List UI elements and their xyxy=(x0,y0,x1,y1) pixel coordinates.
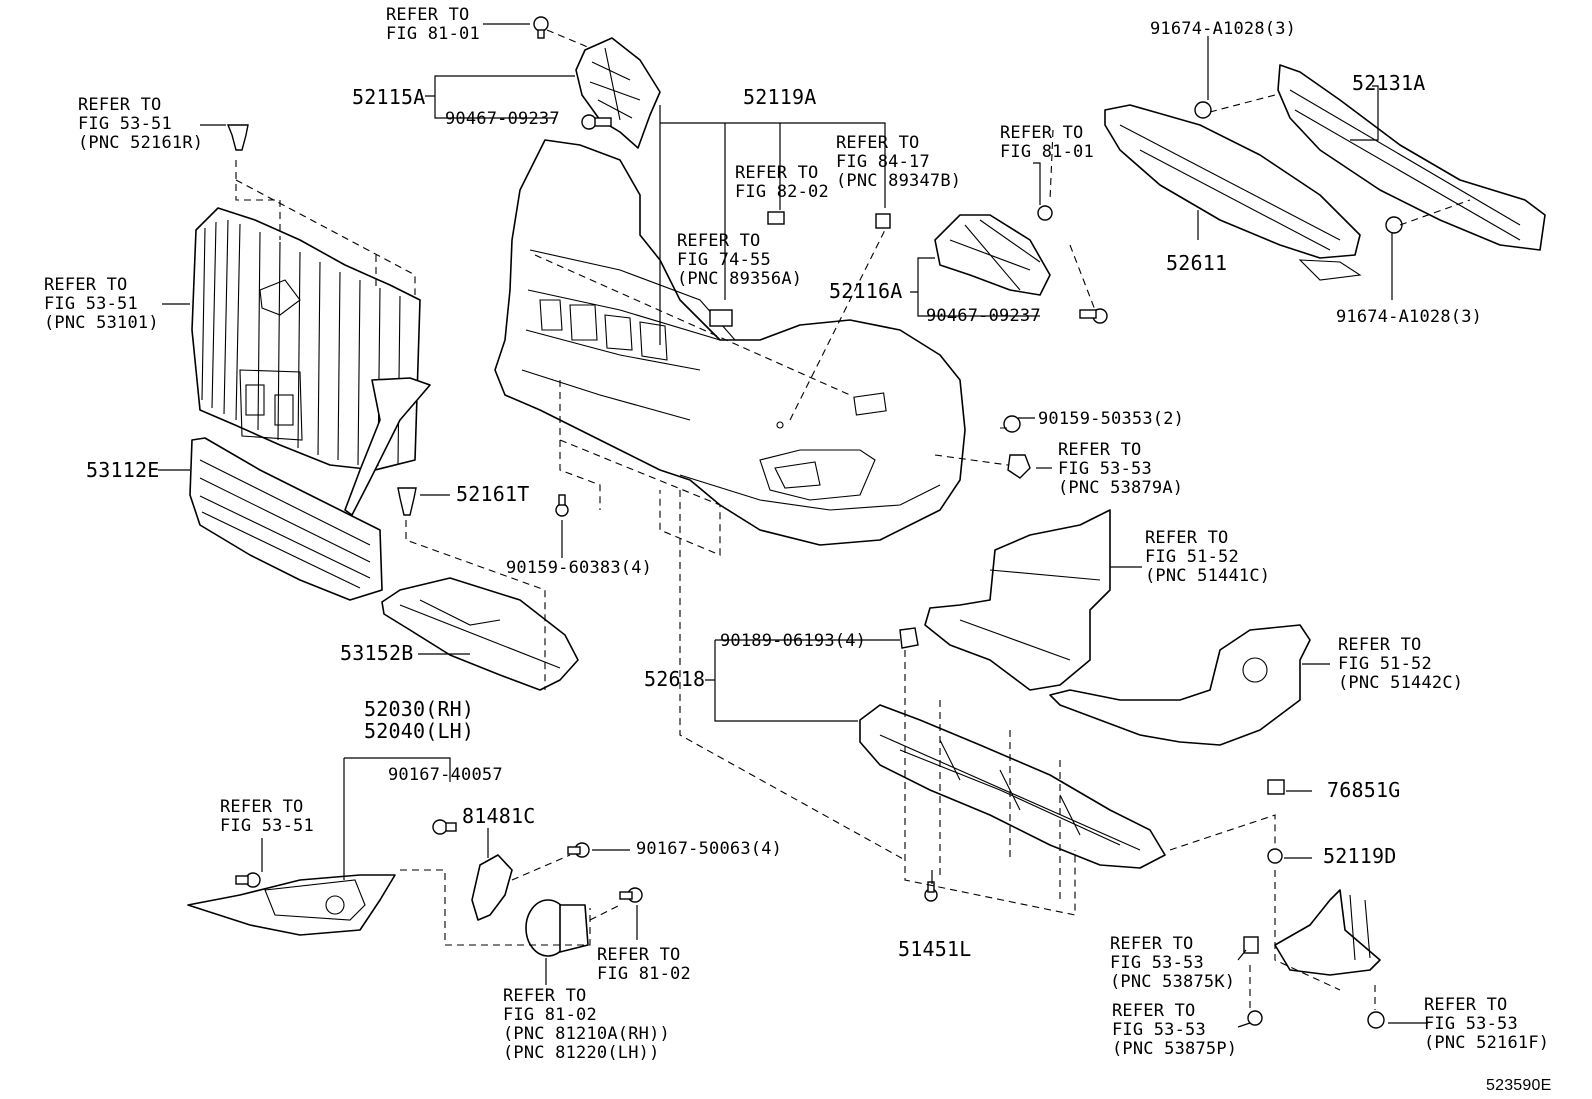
bumper-side-lower xyxy=(1274,889,1381,976)
bolt-icon xyxy=(1385,216,1403,234)
lower-grille-53112e xyxy=(189,437,383,601)
clip-icon xyxy=(875,213,891,229)
bolt-icon xyxy=(619,887,643,903)
figure-id: 523590E xyxy=(1486,1077,1551,1094)
bolt-icon xyxy=(1079,308,1108,324)
bolt-icon xyxy=(581,114,612,130)
part-number-52119a: 52119A xyxy=(743,85,816,109)
leader-lines xyxy=(158,23,1428,1028)
clip-icon xyxy=(899,627,919,649)
energy-absorber-52611 xyxy=(1104,104,1361,259)
part-number-52131a: 52131A xyxy=(1352,71,1425,95)
part-number-52040: 52040(LH) xyxy=(364,719,474,743)
fog-lamp-cover xyxy=(187,874,396,936)
bolt-icon xyxy=(924,881,938,902)
clip-icon xyxy=(226,124,249,151)
part-number-90467-top: 90467-09237 xyxy=(445,109,560,129)
bolt-icon xyxy=(1037,205,1053,221)
tape-icon xyxy=(709,309,733,327)
fog-lamp xyxy=(525,899,589,957)
front-bumper-cover xyxy=(494,139,966,546)
bolt-icon xyxy=(432,819,457,835)
part-number-90159-60383: 90159-60383(4) xyxy=(506,558,652,578)
part-number-81481c: 81481C xyxy=(462,804,535,828)
clip-icon xyxy=(1243,936,1259,954)
part-number-52116a: 52116A xyxy=(829,279,902,303)
dashed-lines xyxy=(235,29,1471,1010)
part-number-51451l: 51451L xyxy=(898,937,971,961)
part-number-53112e: 53112E xyxy=(86,458,159,482)
part-number-90467-mid: 90467-09237 xyxy=(926,306,1041,326)
clip-icon xyxy=(533,16,549,39)
part-number-52611: 52611 xyxy=(1166,251,1227,275)
bolt-icon xyxy=(235,872,261,888)
bumper-reinforcement-52131a xyxy=(1277,64,1546,281)
seal-53152b xyxy=(381,577,579,691)
part-number-90159-50353: 90159-50353(2) xyxy=(1038,409,1184,429)
bolt-icon xyxy=(555,494,569,517)
part-number-52119d: 52119D xyxy=(1323,844,1396,868)
part-number-90189: 90189-06193(4) xyxy=(720,631,866,651)
engine-undercover-51442c xyxy=(1049,624,1311,746)
clip-icon xyxy=(1367,1011,1385,1029)
part-number-52030: 52030(RH) xyxy=(364,697,474,721)
part-number-52161t: 52161T xyxy=(456,482,529,506)
part-number-52115a: 52115A xyxy=(352,85,425,109)
clip-icon xyxy=(767,211,785,225)
bracket-52116a xyxy=(934,214,1051,296)
clip-icon xyxy=(1003,415,1021,433)
bolt-icon xyxy=(1267,848,1283,864)
clip-icon xyxy=(1267,779,1285,795)
part-number-91674-bottom: 91674-A1028(3) xyxy=(1336,307,1482,327)
grille-side-molding xyxy=(344,377,431,516)
part-number-52618: 52618 xyxy=(644,667,705,691)
lower-undercover-52618 xyxy=(859,704,1166,869)
part-number-91674-top: 91674-A1028(3) xyxy=(1150,19,1296,39)
radiator-grille xyxy=(191,207,421,471)
part-number-76851g: 76851G xyxy=(1327,778,1400,802)
bolt-icon xyxy=(567,842,590,858)
clip-icon xyxy=(1007,454,1031,479)
part-number-90167-40057: 90167-40057 xyxy=(388,765,503,785)
part-number-90167-50063: 90167-50063(4) xyxy=(636,839,782,859)
bracket-52115a xyxy=(575,37,661,149)
bolt-icon xyxy=(1247,1010,1263,1026)
clip-icon xyxy=(397,487,417,516)
bolt-icon xyxy=(1194,101,1212,119)
fog-lamp-bracket xyxy=(471,854,513,921)
engine-undercover-51441c xyxy=(924,509,1111,691)
part-number-53152b: 53152B xyxy=(340,641,413,665)
